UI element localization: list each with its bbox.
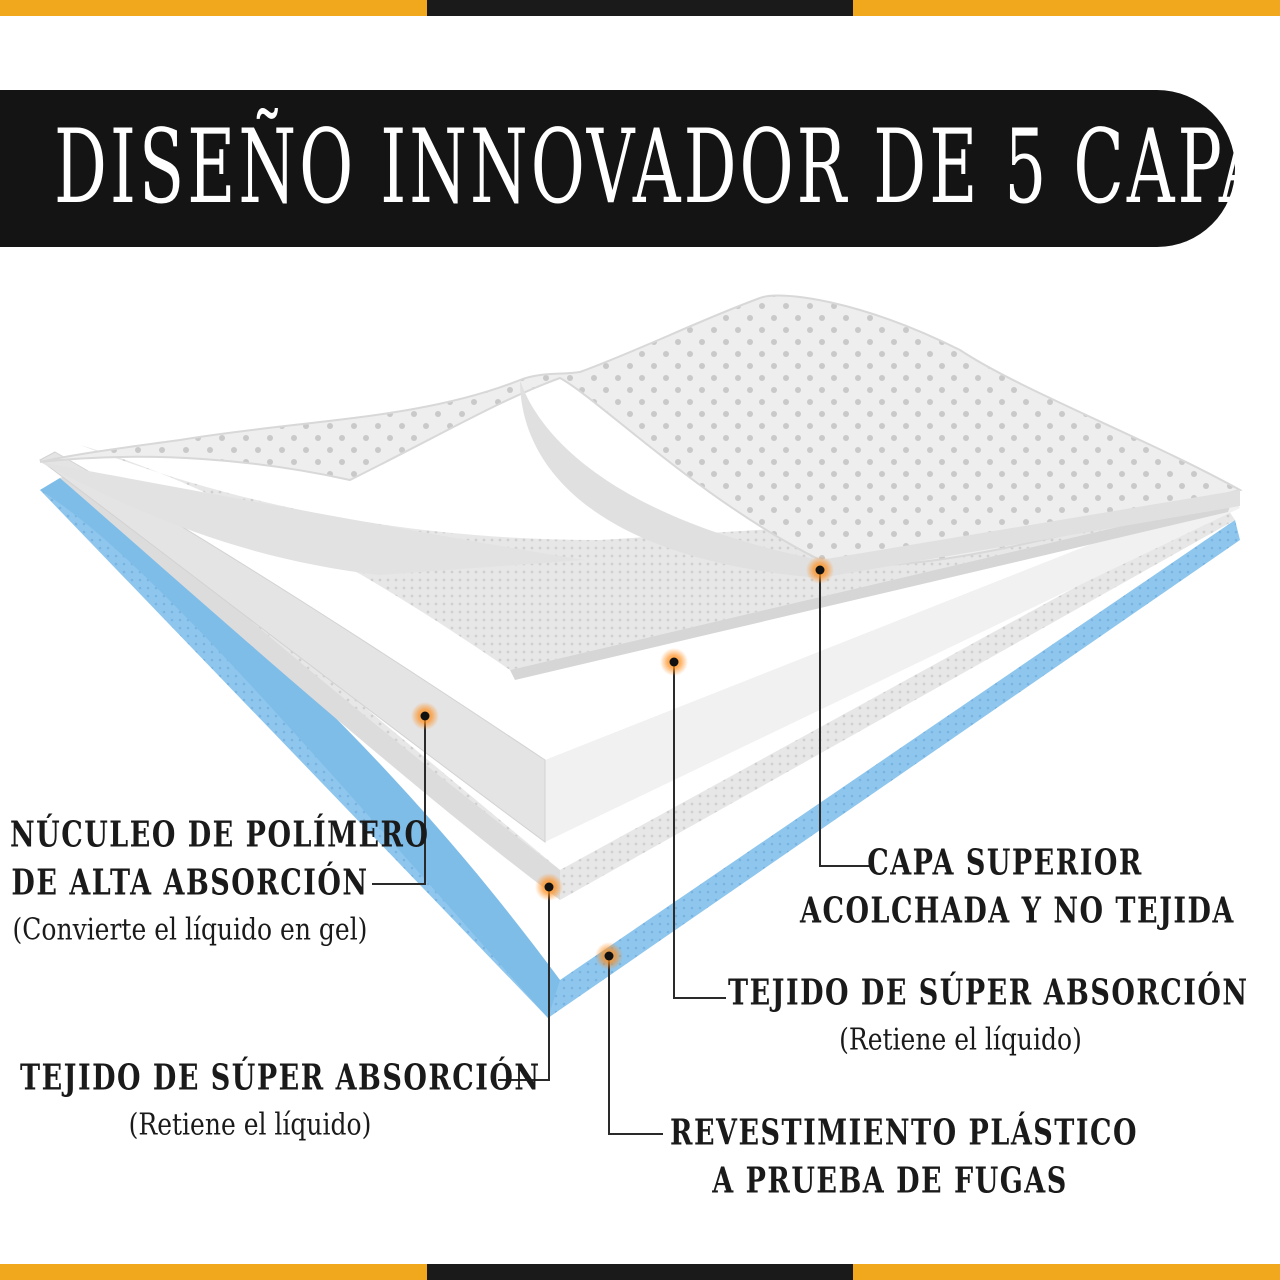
top-stripe <box>0 0 1280 16</box>
label-core-line1: NÚCULEO DE POLÍMERO <box>10 815 430 856</box>
label-core-note: (Convierte el líquido en gel) <box>12 912 368 947</box>
label-fabric-right-line1: TEJIDO DE SÚPER ABSORCIÓN <box>728 973 1249 1014</box>
upper-fabric-layer <box>80 445 1232 670</box>
label-top-line1: CAPA SUPERIOR <box>867 843 1143 884</box>
leader-core <box>372 716 426 885</box>
leader-fabric-left <box>498 887 550 1081</box>
label-top-layer: CAPA SUPERIOR ACOLCHADA Y NO TEJIDA <box>800 840 1233 936</box>
marker-top-layer <box>806 556 834 584</box>
leader-top-layer <box>819 570 872 867</box>
marker-fabric-left <box>535 873 563 901</box>
label-plastic-line1: REVESTIMIENTO PLÁSTICO <box>670 1113 1139 1154</box>
label-plastic: REVESTIMIENTO PLÁSTICO A PRUEBA DE FUGAS <box>670 1110 1137 1206</box>
label-fabric-left: TEJIDO DE SÚPER ABSORCIÓN (Retiene el lí… <box>20 1055 539 1147</box>
marker-core <box>411 702 439 730</box>
page-title: DISEÑO INNOVADOR DE 5 CAPAS <box>54 107 1280 227</box>
top-quilted-layer <box>39 294 1243 567</box>
label-fabric-right-note: (Retiene el líquido) <box>839 1022 1082 1057</box>
label-top-line2: ACOLCHADA Y NO TEJIDA <box>800 891 1235 932</box>
label-plastic-line2: A PRUEBA DE FUGAS <box>712 1161 1068 1202</box>
title-banner <box>0 90 1235 247</box>
label-core-line2: DE ALTA ABSORCIÓN <box>11 863 369 904</box>
marker-fabric-right <box>660 648 688 676</box>
leader-fabric-right <box>673 662 726 999</box>
marker-plastic <box>595 942 623 970</box>
label-polymer-core: NÚCULEO DE POLÍMERO DE ALTA ABSORCIÓN (C… <box>10 812 428 952</box>
label-fabric-right: TEJIDO DE SÚPER ABSORCIÓN (Retiene el lí… <box>728 970 1247 1062</box>
polymer-core-layer <box>40 452 1240 842</box>
leader-plastic <box>608 956 663 1135</box>
bottom-stripe <box>0 1264 1280 1280</box>
label-fabric-left-line1: TEJIDO DE SÚPER ABSORCIÓN <box>20 1058 541 1099</box>
label-fabric-left-note: (Retiene el líquido) <box>128 1107 372 1142</box>
